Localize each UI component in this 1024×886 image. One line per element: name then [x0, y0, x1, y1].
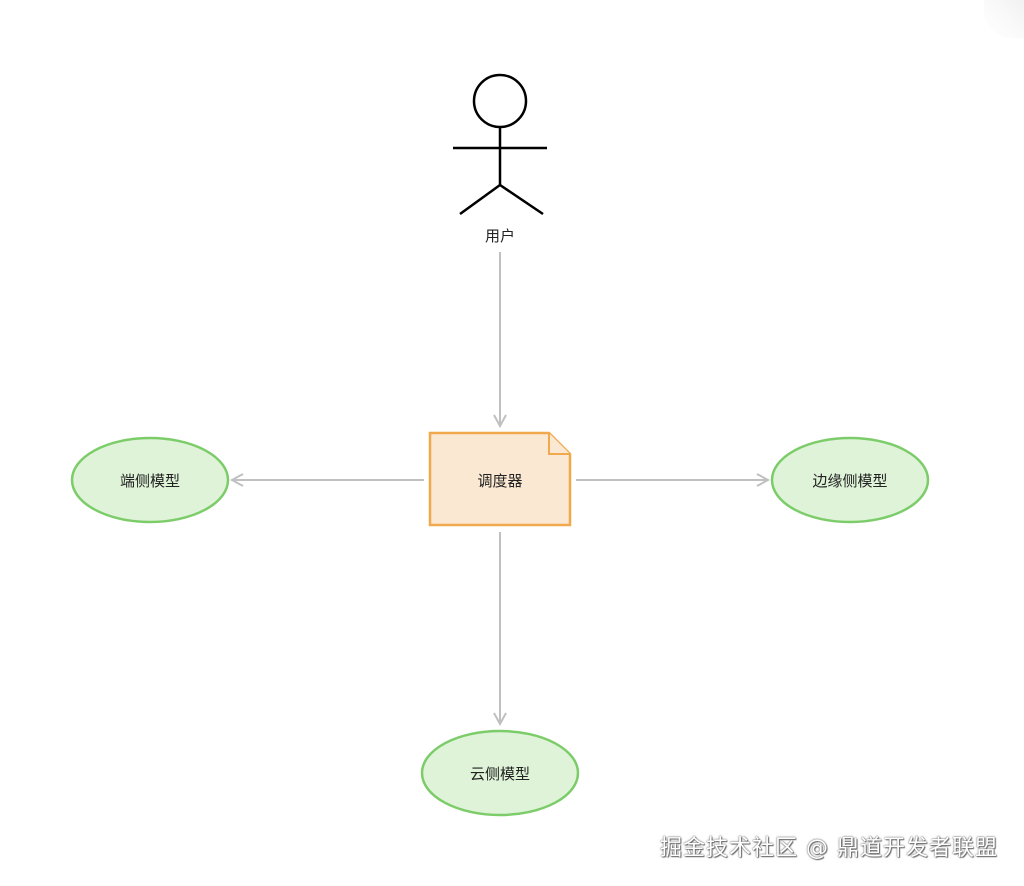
person-icon: [453, 73, 547, 216]
device-model-node[interactable]: 端侧模型: [70, 436, 230, 524]
watermark: 掘金技术社区 @ 鼎道开发者联盟: [660, 836, 998, 861]
cloud-model-node[interactable]: 云侧模型: [420, 729, 580, 817]
ellipse-shape: [420, 729, 580, 817]
note-fold-corner: [548, 433, 570, 455]
scheduler-label: 调度器: [477, 472, 522, 490]
device-model-label: 端侧模型: [120, 472, 180, 490]
cloud-model-label: 云侧模型: [470, 765, 530, 783]
edge-model-label: 边缘侧模型: [812, 472, 887, 490]
scheduler-node[interactable]: 调度器: [428, 431, 572, 527]
edge-model-node[interactable]: 边缘侧模型: [770, 436, 930, 524]
user-label: 用户: [485, 227, 515, 245]
edges: [232, 252, 768, 724]
note-shape: [428, 431, 572, 527]
ellipse-shape: [70, 436, 230, 524]
ellipse-shape: [770, 436, 930, 524]
user-actor[interactable]: 用户: [453, 73, 547, 245]
